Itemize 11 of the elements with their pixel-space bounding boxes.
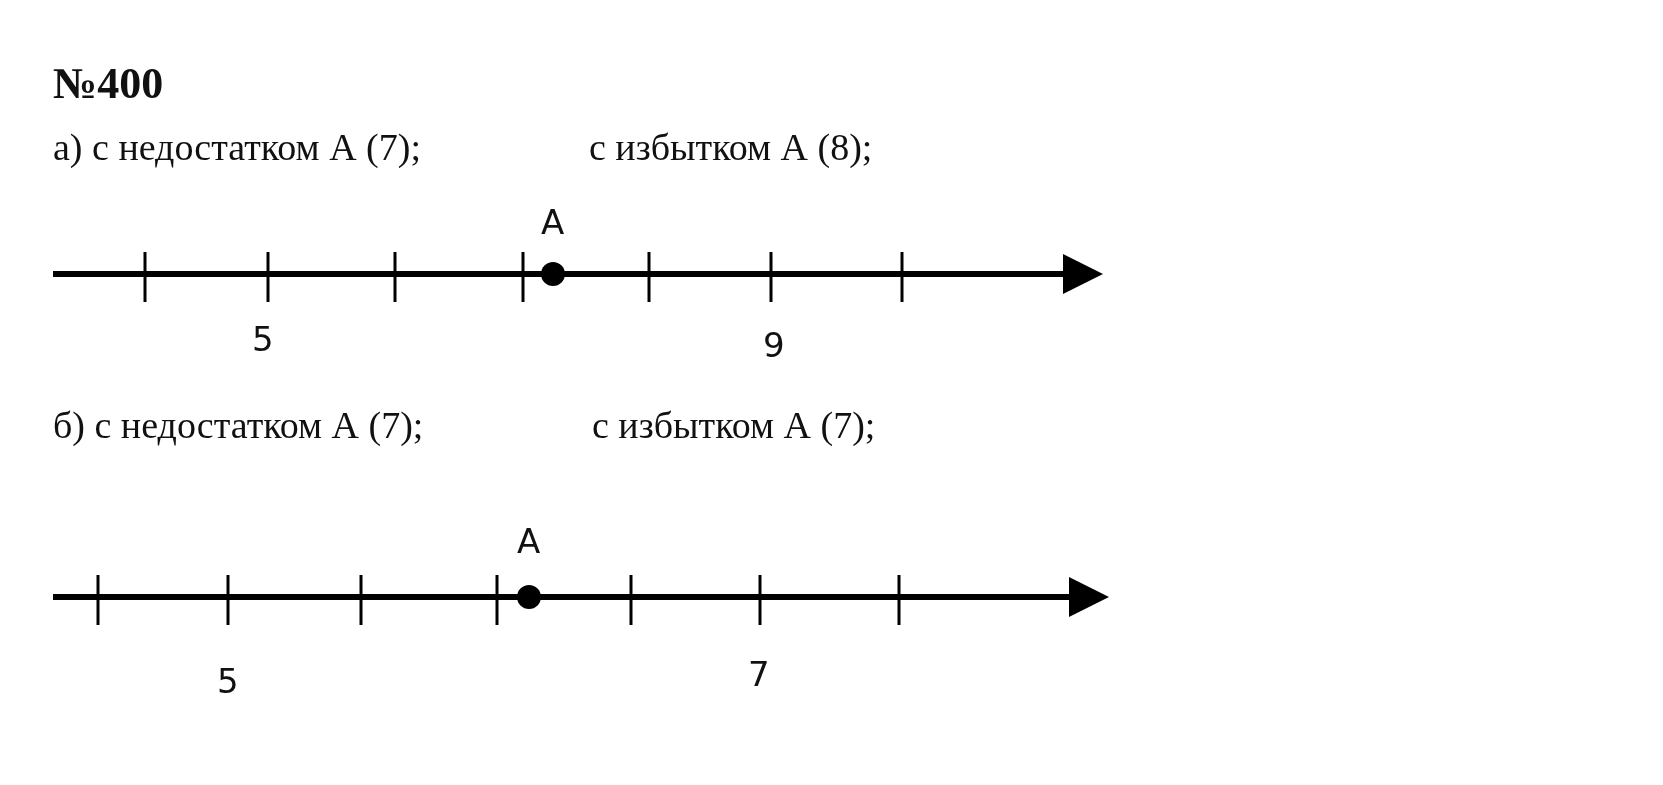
tick-label: 5 <box>252 322 274 356</box>
task-text: б) с недостатком А (7); <box>53 406 424 444</box>
point-label: A <box>517 524 541 558</box>
tick-label: 7 <box>748 657 770 691</box>
point-label: A <box>541 205 565 239</box>
task-number: №400 <box>53 62 164 106</box>
tick-label: 9 <box>763 328 785 362</box>
task-text: с избытком А (8); <box>589 128 873 166</box>
tick-label: 5 <box>217 664 239 698</box>
task-text: а) с недостатком А (7); <box>53 128 421 166</box>
task-text: с избытком А (7); <box>592 406 876 444</box>
